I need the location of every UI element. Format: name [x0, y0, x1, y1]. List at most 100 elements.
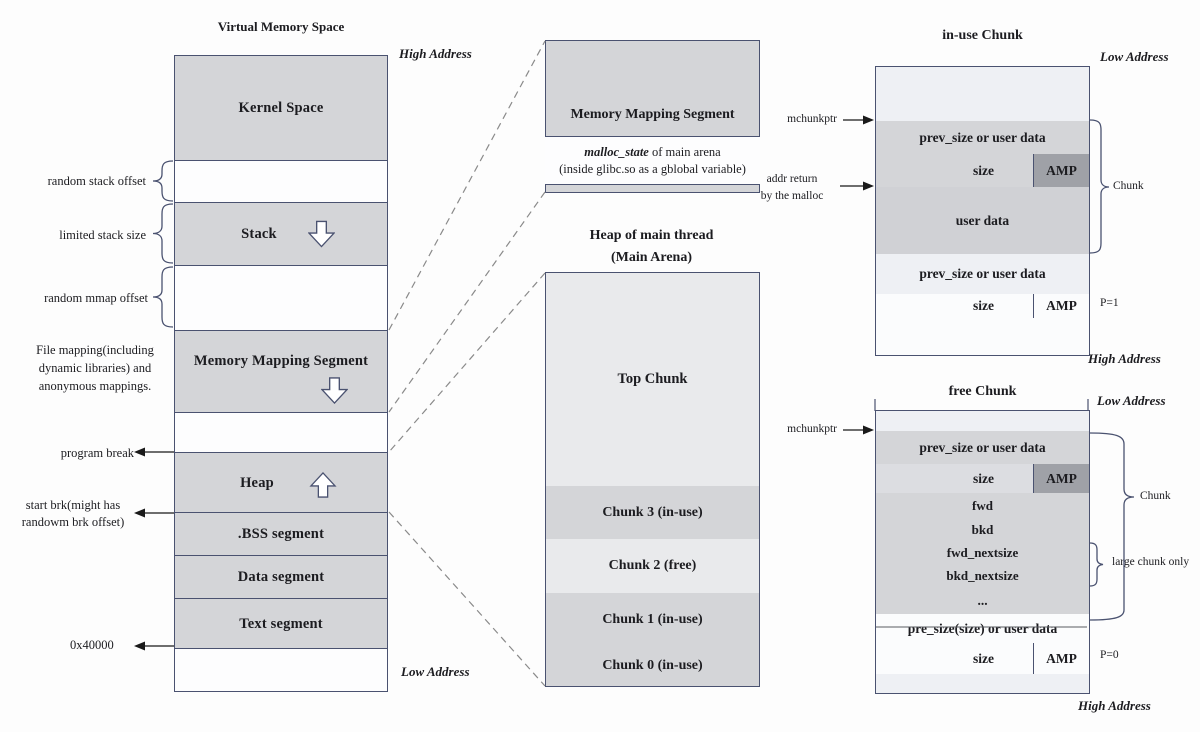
start-brk-note: start brk(might has randowm brk offset)	[2, 497, 144, 531]
free-row-bkd-nextsize: bkd_nextsize	[876, 564, 1089, 588]
free-row-size-top: size AMP	[876, 464, 1089, 494]
inuse-amp-top-label: AMP	[1046, 162, 1077, 178]
row-chunk2: Chunk 2 (free)	[546, 539, 759, 594]
program-break-arrowhead	[134, 447, 145, 457]
random-mmap-offset-label: random mmap offset	[44, 291, 148, 305]
free-row-empty-bottom	[876, 674, 1089, 693]
free-row-ellipsis: ...	[876, 587, 1089, 615]
inuse-amp-top-cell: AMP	[1033, 154, 1089, 187]
inuse-row-size-top: size AMP	[876, 154, 1089, 188]
free-row-fwd: fwd	[876, 493, 1089, 519]
heap-grow-up-arrow-icon	[309, 472, 337, 498]
inuse-size-bottom-cell: size	[876, 298, 1033, 314]
file-mapping-note-line1: File mapping(including	[36, 343, 154, 357]
free-fwd-nextsize-label: fwd_nextsize	[946, 545, 1019, 560]
row-top-chunk: Top Chunk	[546, 273, 759, 487]
inuse-high-address-label: High Address	[1088, 351, 1161, 366]
inuse-amp-bottom-cell: AMP	[1033, 294, 1089, 318]
row-chunk1: Chunk 1 (in-use)	[546, 593, 759, 647]
inuse-prev-size-top-label: prev_size or user data	[919, 129, 1046, 145]
free-ellipsis-label: ...	[977, 592, 988, 608]
inuse-amp-bottom-label: AMP	[1046, 298, 1077, 313]
inuse-chunk-box: prev_size or user data size AMP user dat…	[875, 66, 1090, 356]
random-stack-offset-brace	[152, 160, 174, 202]
free-high-address-label: High Address	[1078, 698, 1151, 713]
segment-bss-label: .BSS segment	[237, 526, 325, 542]
random-mmap-offset-brace	[152, 266, 174, 328]
row-chunk2-label: Chunk 2 (free)	[608, 558, 697, 573]
inuse-row-prev-size-top: prev_size or user data	[876, 121, 1089, 155]
row-chunk0: Chunk 0 (in-use)	[546, 646, 759, 686]
free-bkd-nextsize-label: bkd_nextsize	[946, 567, 1019, 583]
left-column-title: Virtual Memory Space	[217, 19, 345, 34]
stack-grow-down-arrow-icon	[308, 220, 335, 248]
start-brk-note-line2: randowm brk offset)	[21, 515, 125, 529]
inuse-size-top-label: size	[973, 162, 994, 178]
free-amp-top-label: AMP	[1046, 470, 1077, 486]
segment-text: Text segment	[174, 598, 388, 650]
free-bkd-label: bkd	[971, 522, 994, 537]
free-low-address-label: Low Address	[1097, 393, 1166, 408]
segment-random-mmap-offset-gap	[174, 265, 388, 332]
free-mchunkptr-arrowhead	[863, 425, 874, 435]
program-break-label: program break	[60, 446, 134, 460]
malloc-state-rest: of main arena	[648, 144, 721, 159]
segment-bss: .BSS segment	[174, 512, 388, 557]
main-arena-box: Top Chunk Chunk 3 (in-use) Chunk 2 (free…	[545, 272, 760, 687]
inuse-user-data-label: user data	[955, 212, 1010, 228]
large-chunk-only-brace	[1089, 542, 1104, 587]
segment-random-stack-offset-gap	[174, 160, 388, 204]
segment-below-text-gap	[174, 648, 388, 692]
file-mapping-note: File mapping(including dynamic libraries…	[16, 341, 174, 395]
left-pointer-arrows	[134, 447, 174, 651]
free-amp-top-cell: AMP	[1033, 464, 1089, 493]
heap-title-line1: Heap of main thread	[589, 228, 714, 243]
row-chunk0-label: Chunk 0 (in-use)	[602, 658, 703, 673]
heap-title-line2: (Main Arena)	[610, 250, 692, 265]
dashed-line-heap-bottom	[388, 511, 546, 687]
large-chunk-only-label: large chunk only	[1112, 556, 1190, 568]
mms-detail-title: Memory Mapping Segment	[570, 107, 735, 122]
inuse-row-prev-size-bottom: prev_size or user data	[876, 254, 1089, 295]
segment-memory-mapping: Memory Mapping Segment	[174, 330, 388, 414]
free-p-flag-label: P=0	[1100, 649, 1119, 661]
free-row-prev-size: prev_size or user data	[876, 431, 1089, 465]
limited-stack-size-label: limited stack size	[59, 228, 146, 242]
free-fwd-label: fwd	[972, 497, 993, 513]
malloc-state-strip: malloc_state of main arena (inside glibc…	[545, 136, 760, 185]
right-pointer-arrows	[840, 115, 874, 435]
row-chunk1-label: Chunk 1 (in-use)	[602, 611, 703, 627]
free-row-empty-top	[876, 411, 1089, 432]
segment-program-break-gap	[174, 412, 388, 454]
malloc-state-line2: (inside glibc.so as a gblobal variable)	[559, 161, 746, 176]
segment-heap-label: Heap	[240, 474, 274, 491]
free-chunk-brace	[1089, 432, 1135, 621]
inuse-row-empty-top	[876, 67, 1089, 122]
segment-text-label: Text segment	[239, 615, 323, 632]
inuse-row-empty-bottom	[876, 318, 1089, 355]
free-row-bkd: bkd	[876, 518, 1089, 543]
segment-data-label: Data segment	[237, 569, 325, 585]
free-pre-size-label: pre_size(size) or user data	[907, 620, 1058, 636]
inuse-chunk-title: in-use Chunk	[942, 28, 1023, 43]
text-base-address-label: 0x40000	[70, 638, 114, 652]
row-chunk3-label: Chunk 3 (in-use)	[602, 504, 703, 520]
text-base-arrowhead	[134, 641, 145, 651]
segment-kernel-space-label: Kernel Space	[238, 100, 324, 116]
malloc-state-line1: malloc_state of main arena	[584, 144, 720, 161]
inuse-low-address-label: Low Address	[1100, 49, 1169, 64]
inuse-p-flag-label: P=1	[1100, 297, 1119, 309]
dashed-line-mms-top	[388, 40, 546, 331]
mmap-grow-down-arrow-icon	[321, 377, 348, 404]
dashed-line-mms-bottom	[388, 191, 546, 413]
free-size-bottom-label: size	[973, 650, 994, 666]
dashed-line-heap-top	[388, 272, 546, 453]
inuse-size-top-cell: size	[876, 163, 1033, 179]
limited-stack-size-brace	[152, 203, 174, 264]
free-amp-bottom-label: AMP	[1046, 650, 1077, 666]
inuse-size-bottom-label: size	[973, 298, 994, 313]
addr-return-arrowhead	[863, 181, 874, 191]
segment-stack-label: Stack	[241, 226, 277, 242]
inuse-mchunkptr-label: mchunkptr	[787, 113, 837, 125]
